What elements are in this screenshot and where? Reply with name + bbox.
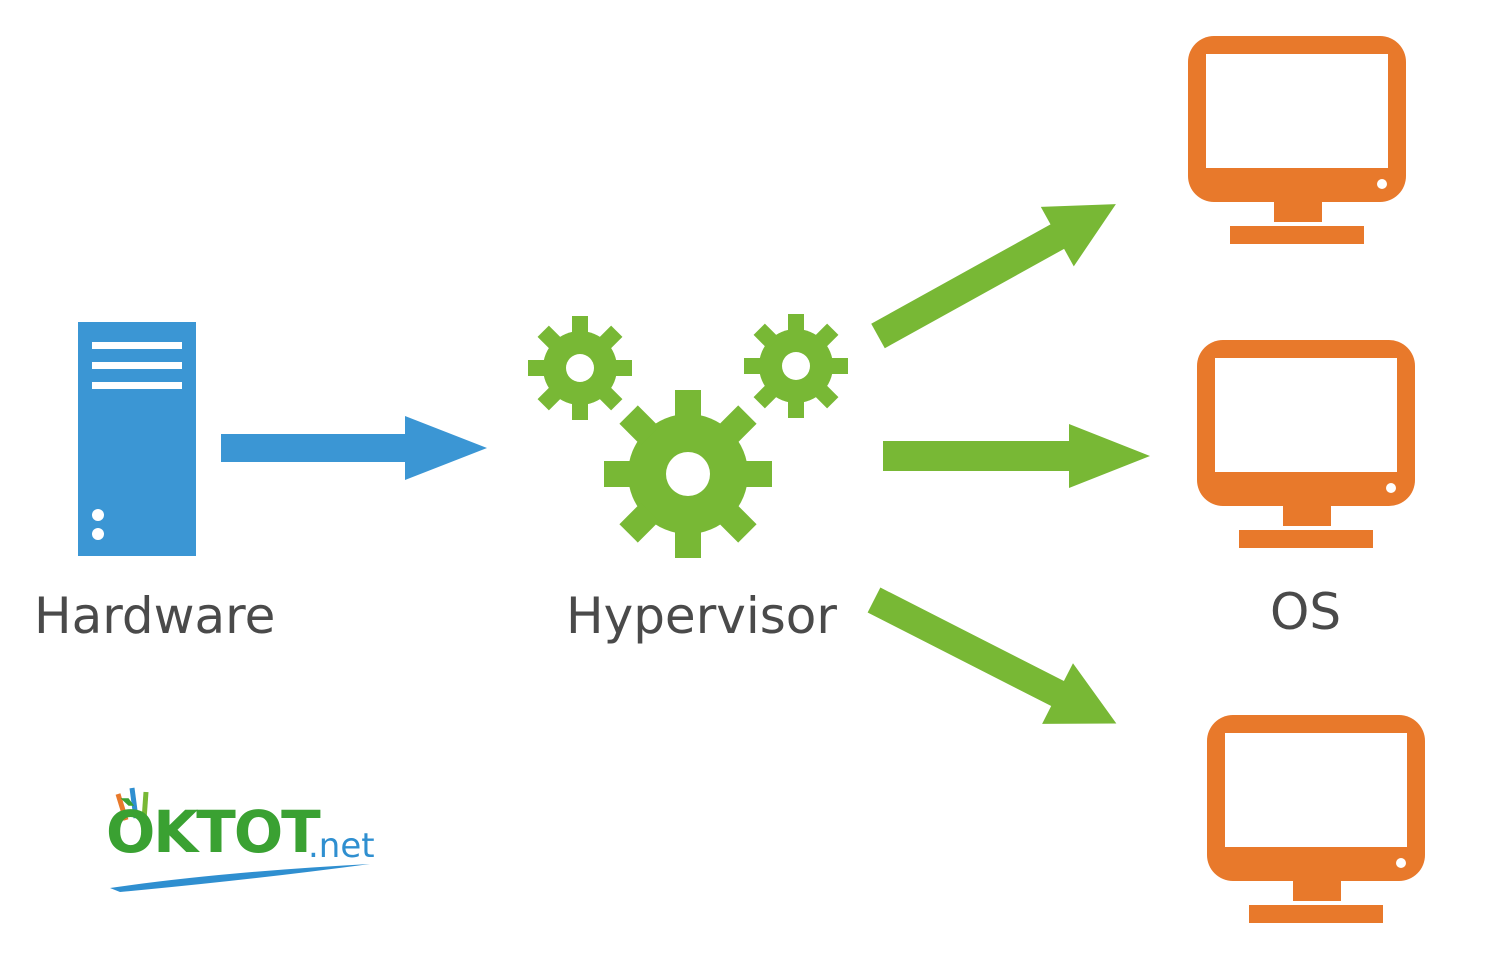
hypervisor-to-os-arrow-bottom [867, 587, 1117, 724]
oktot-logo: ÒKTOT .net [100, 780, 390, 900]
hypervisor-label: Hypervisor [566, 587, 837, 645]
monitor-icon [1188, 36, 1406, 244]
monitor-icon [1207, 715, 1425, 923]
logo-name: ÒKTOT [106, 798, 321, 866]
logo-swoosh [110, 787, 370, 892]
hardware-to-hypervisor-arrow [221, 416, 487, 480]
os-label: OS [1270, 583, 1342, 641]
monitor-icon [1197, 340, 1415, 548]
gear-large-icon [604, 390, 772, 558]
hypervisor-to-os-arrow-top [871, 204, 1116, 349]
hardware-label: Hardware [34, 587, 276, 645]
hypervisor-to-os-arrow-middle [883, 424, 1150, 488]
gear-small-left-icon [528, 316, 632, 420]
logo-suffix: .net [308, 826, 375, 866]
gear-small-right-icon [744, 314, 848, 418]
server-icon [78, 322, 196, 556]
gears-icon [528, 314, 848, 558]
